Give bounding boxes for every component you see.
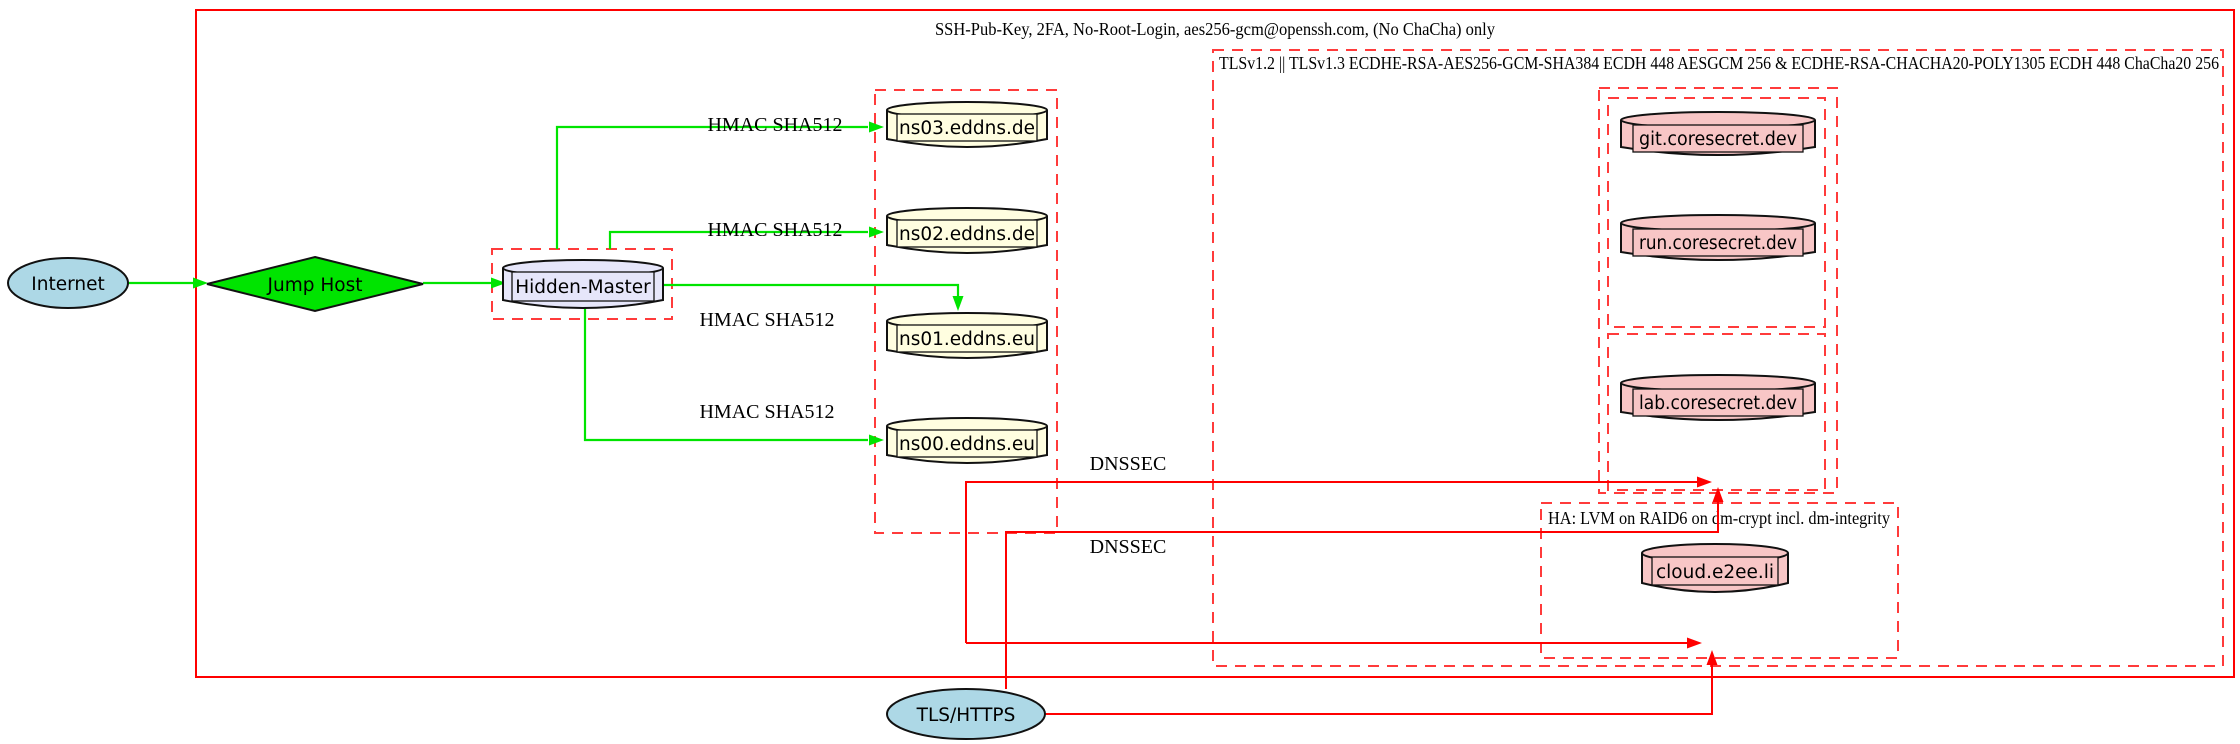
- edge-label-hmac-2: HMAC SHA512: [707, 219, 842, 241]
- tls-cluster-label: TLSv1.2 || TLSv1.3 ECDHE-RSA-AES256-GCM-…: [1219, 53, 2219, 73]
- edge-jumphost-to-hiddenmaster: [423, 277, 506, 289]
- edge-internet-to-jumphost: [128, 277, 208, 289]
- edge-dnssec-to-ha-cluster: [966, 637, 1702, 649]
- edge-tlshttps-to-lab-cluster: [1005, 487, 1724, 689]
- node-label-internet: Internet: [31, 274, 104, 295]
- node-label-tls-https: TLS/HTTPS: [916, 705, 1016, 726]
- node-label-lab: lab.coresecret.dev: [1639, 393, 1797, 414]
- node-ns00: ns00.eddns.eu: [886, 417, 1048, 464]
- node-ns02: ns02.eddns.de: [886, 207, 1048, 254]
- lab-cluster-box: [1607, 333, 1826, 491]
- edge-label-hmac-1: HMAC SHA512: [707, 114, 842, 136]
- node-label-cloud: cloud.e2ee.li: [1656, 562, 1774, 583]
- node-label-jump-host: Jump Host: [267, 275, 363, 296]
- node-label-ns02: ns02.eddns.de: [899, 224, 1035, 245]
- node-git-coresecret: git.coresecret.dev: [1620, 111, 1816, 156]
- edge-label-dnssec-1: DNSSEC: [1090, 453, 1167, 475]
- ssh-cluster-box: [195, 9, 2235, 678]
- edge-hiddenmaster-to-ns00: [583, 306, 884, 446]
- nameserver-cluster-box: [874, 89, 1058, 534]
- edge-hiddenmaster-to-ns01: [663, 283, 964, 311]
- node-run-coresecret: run.coresecret.dev: [1620, 214, 1816, 261]
- git-run-cluster-box: [1607, 97, 1826, 328]
- node-cloud-e2ee: cloud.e2ee.li: [1641, 543, 1789, 593]
- ha-cluster-box: [1540, 502, 1899, 659]
- node-ns01: ns01.eddns.eu: [886, 312, 1048, 359]
- node-jump-host: Jump Host: [206, 255, 424, 313]
- edge-label-hmac-4: HMAC SHA512: [699, 401, 834, 423]
- node-internet: Internet: [7, 257, 129, 309]
- edge-hiddenmaster-to-ns02: [608, 226, 884, 249]
- node-lab-coresecret: lab.coresecret.dev: [1620, 374, 1816, 421]
- tls-cluster-box: [1212, 49, 2224, 667]
- node-label-ns01: ns01.eddns.eu: [899, 329, 1035, 350]
- edge-dnssec-to-lab-cluster: [965, 476, 1712, 643]
- node-label-run: run.coresecret.dev: [1639, 233, 1797, 254]
- edge-label-dnssec-2: DNSSEC: [1090, 536, 1167, 558]
- edge-hiddenmaster-to-ns03: [555, 121, 884, 249]
- node-tls-https: TLS/HTTPS: [886, 688, 1046, 740]
- node-label-ns00: ns00.eddns.eu: [899, 434, 1035, 455]
- node-hidden-master: Hidden-Master: [502, 259, 664, 309]
- ssh-cluster-label: SSH-Pub-Key, 2FA, No-Root-Login, aes256-…: [935, 19, 1495, 40]
- node-label-git: git.coresecret.dev: [1639, 129, 1797, 150]
- edge-label-hmac-3: HMAC SHA512: [699, 309, 834, 331]
- node-label-hidden-master: Hidden-Master: [515, 277, 651, 298]
- node-ns03: ns03.eddns.de: [886, 101, 1048, 148]
- edge-tlshttps-to-ha-cluster: [1045, 650, 1718, 715]
- node-label-ns03: ns03.eddns.de: [899, 118, 1035, 139]
